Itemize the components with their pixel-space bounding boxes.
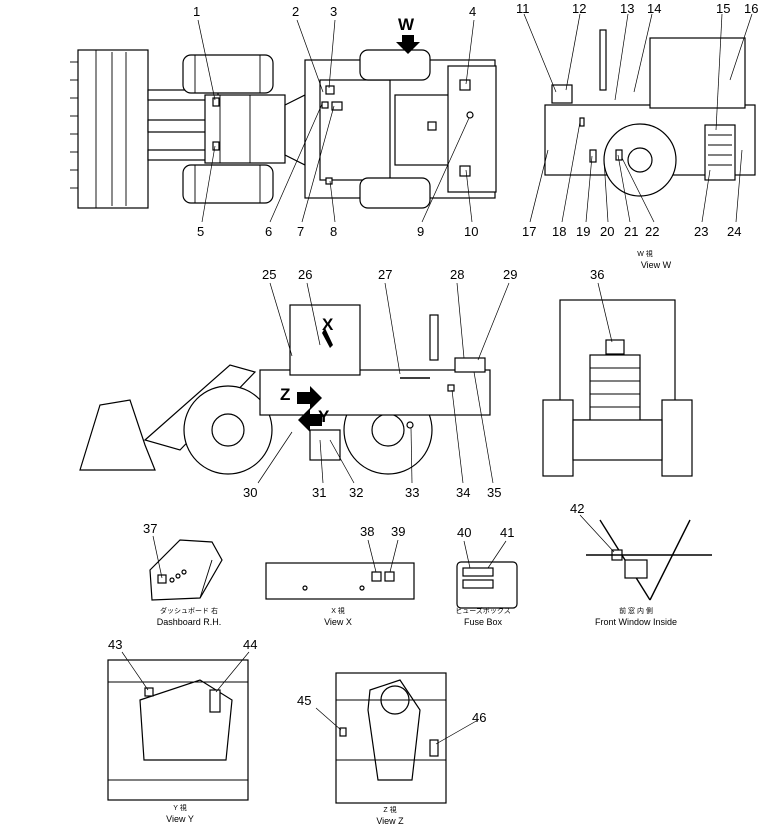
- part-number-29: 29: [503, 267, 517, 282]
- fuse-box-caption: Fuse Box: [464, 617, 503, 627]
- part-number-20: 20: [600, 224, 614, 239]
- view-y-drawing: [107, 659, 249, 801]
- main-side-view: [79, 304, 491, 475]
- part-number-14: 14: [647, 1, 661, 16]
- view-w-drawing: [544, 29, 756, 197]
- view-x-caption-jp: X 視: [331, 606, 345, 615]
- arrow-label-w: W: [398, 15, 415, 34]
- part-number-38: 38: [360, 524, 374, 539]
- part-number-40: 40: [457, 525, 471, 540]
- part-number-18: 18: [552, 224, 566, 239]
- part-number-24: 24: [727, 224, 741, 239]
- part-number-23: 23: [694, 224, 708, 239]
- part-number-26: 26: [298, 267, 312, 282]
- part-number-17: 17: [522, 224, 536, 239]
- part-number-34: 34: [456, 485, 470, 500]
- part-number-19: 19: [576, 224, 590, 239]
- part-number-12: 12: [572, 1, 586, 16]
- part-number-37: 37: [143, 521, 157, 536]
- part-number-4: 4: [469, 4, 476, 19]
- part-number-3: 3: [330, 4, 337, 19]
- part-number-44: 44: [243, 637, 257, 652]
- part-number-39: 39: [391, 524, 405, 539]
- view-w-caption: View W: [641, 260, 672, 270]
- part-number-46: 46: [472, 710, 486, 725]
- part-number-13: 13: [620, 1, 634, 16]
- part-number-25: 25: [262, 267, 276, 282]
- part-number-5: 5: [197, 224, 204, 239]
- part-number-6: 6: [265, 224, 272, 239]
- part-number-36: 36: [590, 267, 604, 282]
- part-number-21: 21: [624, 224, 638, 239]
- arrow-label-x: X: [322, 315, 334, 334]
- part-number-10: 10: [464, 224, 478, 239]
- view-y-caption-jp: Y 視: [173, 803, 187, 812]
- view-x-drawing: [265, 562, 415, 600]
- part-number-27: 27: [378, 267, 392, 282]
- front-window-caption-jp: 前 窓 内 側: [619, 606, 653, 615]
- part-number-33: 33: [405, 485, 419, 500]
- dashboard-caption: Dashboard R.H.: [157, 617, 222, 627]
- arrow-label-z: Z: [280, 385, 290, 404]
- part-number-45: 45: [297, 693, 311, 708]
- dashboard-drawing: [149, 539, 223, 601]
- part-number-42: 42: [570, 501, 584, 516]
- rear-view: [542, 299, 693, 477]
- arrow-label-y: Y: [318, 407, 330, 426]
- part-numbers: 1 2 3 4 5 6 7 8 9 10 11 12 13 14 15 16 1…: [108, 1, 758, 725]
- part-number-11: 11: [516, 1, 530, 16]
- part-number-7: 7: [297, 224, 304, 239]
- view-z-caption-jp: Z 視: [383, 805, 396, 814]
- view-z-caption: View Z: [376, 816, 404, 826]
- front-window-drawing: [586, 519, 712, 601]
- front-window-caption: Front Window Inside: [595, 617, 677, 627]
- part-number-1: 1: [193, 4, 200, 19]
- part-number-15: 15: [716, 1, 730, 16]
- fuse-box-drawing: [456, 561, 518, 609]
- part-number-31: 31: [312, 485, 326, 500]
- part-number-35: 35: [487, 485, 501, 500]
- part-number-32: 32: [349, 485, 363, 500]
- part-number-30: 30: [243, 485, 257, 500]
- part-number-22: 22: [645, 224, 659, 239]
- view-y-caption: View Y: [166, 814, 194, 824]
- part-number-16: 16: [744, 1, 758, 16]
- view-x-caption: View X: [324, 617, 352, 627]
- view-captions: W 視 View W ダッシュボード 右 Dashboard R.H. X 視 …: [157, 249, 677, 826]
- dashboard-caption-jp: ダッシュボード 右: [160, 606, 218, 615]
- part-number-28: 28: [450, 267, 464, 282]
- part-number-43: 43: [108, 637, 122, 652]
- fuse-box-caption-jp: ヒューズボックス: [455, 606, 510, 615]
- view-z-drawing: [335, 672, 447, 804]
- arrow-letters: W X Y Z: [280, 15, 415, 426]
- part-number-9: 9: [417, 224, 424, 239]
- part-number-2: 2: [292, 4, 299, 19]
- part-number-8: 8: [330, 224, 337, 239]
- plan-view: [70, 35, 497, 209]
- view-w-caption-jp: W 視: [637, 249, 653, 258]
- part-number-41: 41: [500, 525, 514, 540]
